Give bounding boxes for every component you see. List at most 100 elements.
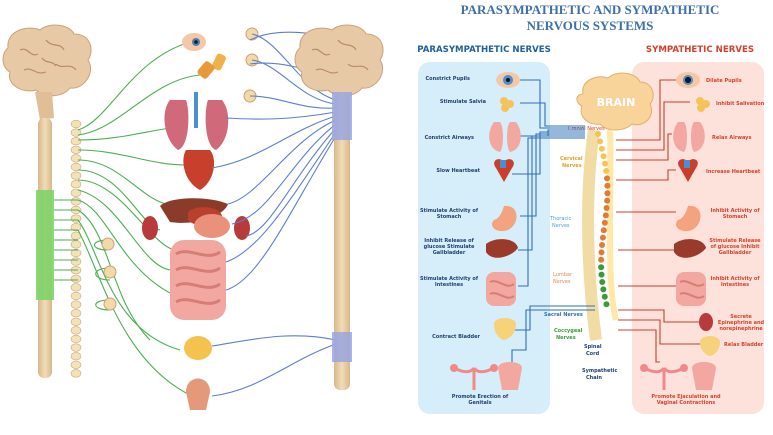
symp-label-1: Inhibit Salivation — [716, 101, 765, 107]
center-chain-ganglion — [600, 286, 607, 293]
bladder-icon — [494, 318, 516, 340]
center-chain-ganglion — [601, 219, 608, 226]
cranial-nerves-label: Cranial Nerves — [568, 126, 605, 132]
para-label-4: Stimulate Activity of Stomach — [420, 208, 478, 220]
lungs-icon — [489, 122, 521, 152]
sympathetic-chain-label-1: Sympathetic — [582, 368, 617, 374]
center-chain-ganglion — [596, 138, 603, 145]
female-reproductive-icon — [640, 364, 688, 390]
left-chain-ganglion — [70, 197, 82, 206]
center-chain-ganglion — [601, 293, 608, 300]
brain-label: BRAIN — [597, 96, 636, 109]
symp-label-9: Promote Ejaculation and Vaginal Contract… — [651, 394, 721, 406]
left-sacral-region — [36, 190, 54, 300]
center-chain-ganglion — [602, 160, 609, 167]
spinal-cord-label-2: Cord — [586, 351, 600, 357]
para-label-0: Constrict Pupils — [425, 76, 470, 82]
left-chain-ganglion — [70, 248, 82, 258]
parasympathetic-organ-icons — [450, 72, 522, 390]
left-chain-ganglion — [70, 291, 82, 301]
center-chain-ganglion — [600, 153, 607, 160]
left-chain-ganglion — [70, 274, 82, 283]
center-chain-ganglion — [599, 279, 606, 285]
left-chain-ganglion — [70, 343, 82, 352]
left-chain-ganglion — [70, 154, 82, 163]
cervical-label-1: Cervical — [560, 156, 583, 162]
center-chain-ganglion — [600, 227, 607, 234]
lumbar-label-2: Nerves — [553, 279, 571, 285]
center-chain-ganglion — [598, 264, 605, 271]
spine-labels: Cranial Nerves Cervical Nerves Thoracic … — [544, 126, 617, 381]
sympathetic-nerve-lines — [616, 79, 700, 363]
salivary-gland-icon — [500, 97, 514, 112]
para-label-2: Constrict Airways — [425, 135, 474, 141]
center-spine — [582, 129, 619, 341]
left-sympathetic-chain — [70, 119, 82, 378]
spinal-cord-label-1: Spinal — [584, 344, 602, 350]
sympathetic-header: SYMPATHETIC NERVES — [646, 45, 754, 55]
female-reproductive-icon — [450, 364, 498, 390]
salivary-gland-icon — [696, 97, 710, 112]
stomach-icon — [491, 205, 517, 232]
left-chain-ganglion — [70, 257, 82, 266]
left-chain-ganglion — [70, 180, 82, 189]
coccygeal-label-1: Coccygeal — [554, 328, 583, 334]
coccygeal-label-2: Nerves — [556, 335, 576, 341]
center-chain-ganglion — [604, 190, 611, 197]
center-chain-ganglion — [603, 205, 610, 211]
center-chain-ganglion — [603, 175, 610, 182]
left-chain-ganglion — [70, 309, 82, 318]
symp-label-0: Dilate Pupils — [706, 78, 742, 84]
left-chain-ganglion — [70, 317, 82, 326]
sympathetic-organ-icons — [640, 72, 720, 390]
left-chain-ganglion — [70, 119, 82, 129]
heart-icon — [678, 159, 698, 182]
left-chain-ganglion — [70, 334, 82, 344]
left-chain-ganglion — [70, 188, 82, 197]
male-reproductive-icon — [498, 362, 522, 390]
symp-label-7: Secrete Epinephrine and norepinephrine — [717, 314, 765, 332]
stomach-icon — [675, 205, 701, 232]
intestines-icon — [676, 272, 706, 306]
sympathetic-panel — [632, 62, 764, 414]
symp-label-2: Relax Airways — [712, 135, 751, 141]
left-chain-ganglion — [70, 326, 82, 335]
thoracic-label-2: Nerves — [552, 223, 570, 229]
center-chain-ganglion — [603, 168, 610, 174]
title-line-2: NERVOUS SYSTEMS — [527, 18, 654, 33]
left-chain-ganglion — [70, 360, 82, 369]
symp-label-3: Increase Heartbeat — [706, 169, 761, 175]
center-chain-ganglion — [603, 301, 610, 308]
left-blue-nerves — [211, 31, 337, 397]
left-chain-ganglion — [70, 352, 82, 361]
center-chain-ganglion — [599, 234, 606, 241]
heart-icon — [494, 159, 514, 182]
title-line-1: PARASYMPATHETIC AND SYMPATHETIC — [461, 2, 720, 17]
left-chain-ganglion — [70, 162, 82, 172]
eye-dilated-icon — [676, 72, 700, 88]
liver-icon — [486, 239, 518, 258]
center-chain-ganglion — [604, 197, 611, 204]
title-block: PARASYMPATHETIC AND SYMPATHETIC NERVOUS … — [461, 2, 720, 33]
symp-label-8: Relax Bladder — [724, 342, 764, 348]
left-brain — [2, 24, 92, 120]
right-spinal-cord — [334, 92, 350, 390]
left-organs — [142, 33, 250, 410]
parasympathetic-labels: Constrict Pupils Stimulate Salvia Constr… — [420, 76, 508, 406]
para-label-6: Stimulate Activity of Intestines — [420, 276, 478, 288]
adrenal-gland-icon — [699, 313, 713, 331]
left-chain-ganglion — [70, 137, 82, 146]
center-chain-ganglion — [595, 131, 601, 137]
left-chain-ganglion — [70, 240, 82, 249]
center-chain-ganglion — [598, 256, 605, 263]
center-chain-ganglion — [604, 182, 611, 189]
bladder-icon — [700, 336, 720, 356]
right-brain — [294, 24, 384, 97]
center-chain-ganglion — [598, 271, 605, 278]
eye-icon — [496, 72, 520, 88]
symp-label-4: Inhibit Activity of Stomach — [710, 208, 760, 220]
para-label-3: Slow Heartbeat — [436, 168, 480, 174]
left-chain-ganglion — [70, 171, 82, 180]
left-chain-ganglion — [70, 300, 82, 309]
